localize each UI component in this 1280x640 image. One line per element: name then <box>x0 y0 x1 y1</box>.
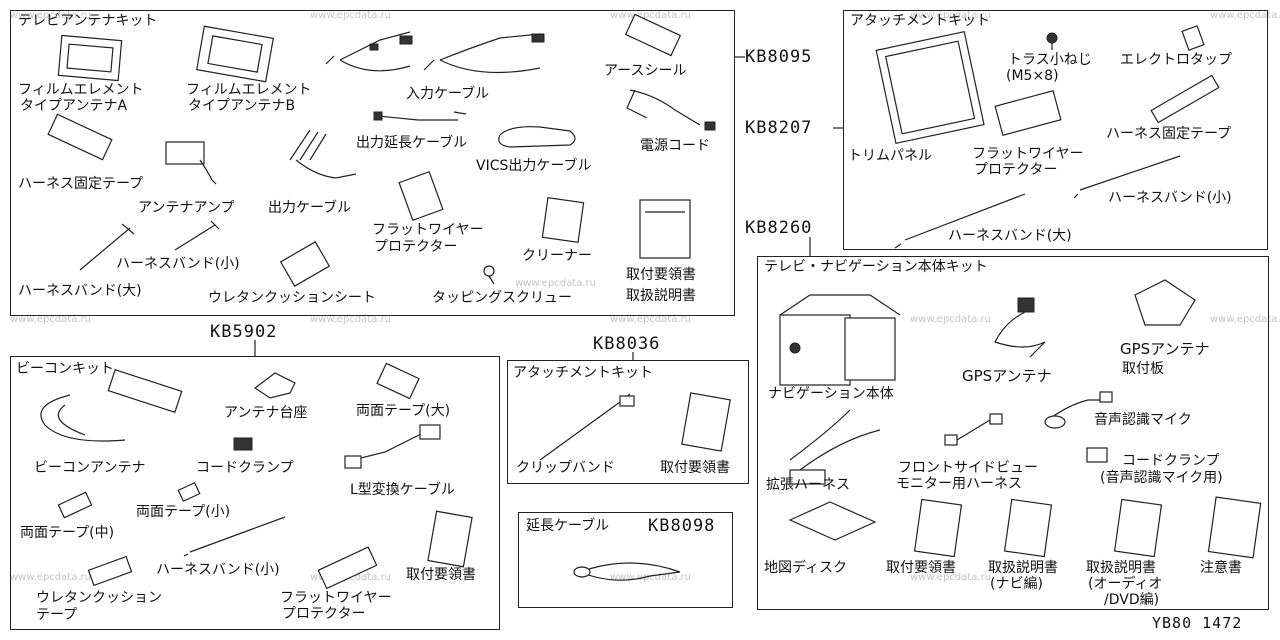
label-l-type-cable: L型変換ケーブル <box>350 482 455 498</box>
label-tapping-screw: タッピングスクリュー <box>432 290 572 306</box>
kit-code-kb8095: KB8095 <box>745 47 813 67</box>
label-flat-wire: フラットワイヤー <box>280 590 392 606</box>
label-film-element-b: フィルムエレメント <box>186 82 312 98</box>
label-harness-tape: ハーネス固定テープ <box>18 176 144 192</box>
label-double-tape-medium: 両面テープ(中) <box>20 525 115 541</box>
label-flat-wire-protector: プロテクター <box>974 162 1058 178</box>
label-truss-screw-size: (M5×8) <box>1006 68 1059 84</box>
kit-title-tv-antenna: テレビアンテナキット <box>18 13 158 29</box>
label-front-side-view: フロントサイドビュー <box>898 460 1038 476</box>
label-user-manual-navi: 取扱説明書 <box>988 560 1058 576</box>
label-earth-seal: アースシール <box>604 63 687 79</box>
label-gps-antenna-plate: GPSアンテナ <box>1120 340 1210 358</box>
label-install-manual: 取付要領書 <box>406 567 476 583</box>
label-cord-clamp: コードクランプ <box>196 460 294 476</box>
watermark: www.epcdata.ru <box>1210 314 1280 325</box>
label-antenna-base: アンテナ台座 <box>224 405 308 421</box>
label-map-disc: 地図ディスク <box>764 560 848 576</box>
label-user-manual-av: 取扱説明書 <box>1086 560 1156 576</box>
kit-title-beacon: ビーコンキット <box>16 361 114 377</box>
kit-code-kb8207: KB8207 <box>745 118 813 138</box>
watermark: www.epcdata.ru <box>310 10 391 21</box>
label-input-cable: 入力ケーブル <box>406 86 490 102</box>
label-install-manual: 取付要領書 <box>626 267 696 283</box>
attachment-kit-small-frame <box>507 360 749 484</box>
label-harness-band-small: ハーネスバンド(小) <box>156 562 280 578</box>
label-gps-plate: 取付板 <box>1122 361 1164 377</box>
label-electro-tap: エレクトロタップ <box>1120 52 1232 68</box>
label-harness-band-large: ハーネスバンド(大) <box>18 283 142 299</box>
label-harness-tape: ハーネス固定テープ <box>1106 126 1232 142</box>
label-vics-cable: VICS出力ケーブル <box>476 158 592 174</box>
label-power-cord: 電源コード <box>640 138 710 154</box>
label-truss-screw: トラス小ねじ <box>1008 52 1092 68</box>
kit-code-kb5902: KB5902 <box>210 322 278 342</box>
watermark: www.epcdata.ru <box>910 572 991 583</box>
label-beacon-antenna: ビーコンアンテナ <box>34 460 146 476</box>
watermark: www.epcdata.ru <box>910 10 991 21</box>
label-urethane-sheet: ウレタンクッションシート <box>208 290 376 306</box>
label-film-element-b-type: タイプアンテナB <box>188 98 296 114</box>
label-harness-band-small: ハーネスバンド(小) <box>1108 190 1232 206</box>
label-gps-antenna: GPSアンテナ <box>962 367 1052 385</box>
footer-code: YB80 1472 <box>1152 614 1243 632</box>
label-voice-mic: 音声認識マイク <box>1094 412 1192 428</box>
label-user-manual-navi-part: (ナビ編) <box>990 576 1043 592</box>
label-flat-wire-protector: プロテクター <box>374 239 458 255</box>
label-flat-wire: フラットワイヤー <box>372 222 484 238</box>
ext-cable-kit-frame <box>518 512 733 608</box>
label-output-ext-cable: 出力延長ケーブル <box>356 135 468 151</box>
label-antenna-amp: アンテナアンプ <box>138 200 235 216</box>
kit-code-kb8098: KB8098 <box>648 516 716 536</box>
watermark: www.epcdata.ru <box>10 572 91 583</box>
watermark: www.epcdata.ru <box>310 314 391 325</box>
label-ext-harness: 拡張ハーネス <box>766 477 850 493</box>
beacon-kit-frame <box>10 356 500 630</box>
watermark: www.epcdata.ru <box>610 572 691 583</box>
label-output-cable: 出力ケーブル <box>268 200 352 216</box>
label-install-manual: 取付要領書 <box>886 560 956 576</box>
label-user-manual-av-part1: (オーディオ <box>1088 576 1163 592</box>
navi-unit-kit-frame <box>757 256 1269 610</box>
watermark: www.epcdata.ru <box>515 278 596 289</box>
label-trim-panel: トリムパネル <box>848 148 932 164</box>
label-user-manual: 取扱説明書 <box>626 288 696 304</box>
watermark: www.epcdata.ru <box>10 10 91 21</box>
kit-code-kb8036: KB8036 <box>593 334 661 354</box>
label-harness-band-small: ハーネスバンド(小) <box>116 256 240 272</box>
label-cord-clamp: コードクランプ <box>1122 453 1220 469</box>
label-harness-band-large: ハーネスバンド(大) <box>948 228 1072 244</box>
kit-title-ext-cable: 延長ケーブル <box>526 518 610 534</box>
label-caution: 注意書 <box>1200 560 1242 576</box>
label-flat-wire-protector: プロテクター <box>282 606 366 622</box>
label-monitor-harness: モニター用ハーネス <box>896 476 1022 492</box>
label-cord-clamp-mic: (音声認識マイク用) <box>1100 470 1223 486</box>
label-urethane-tape: テープ <box>36 607 78 623</box>
label-film-element-a: フィルムエレメント <box>18 82 144 98</box>
label-double-tape-large: 両面テープ(大) <box>356 403 451 419</box>
watermark: www.epcdata.ru <box>610 314 691 325</box>
label-navi-body: ナビゲーション本体 <box>768 386 894 402</box>
watermark: www.epcdata.ru <box>10 314 91 325</box>
tv-antenna-kit-frame <box>10 10 735 316</box>
kit-title-navi-unit: テレビ・ナビゲーション本体キット <box>764 259 988 275</box>
watermark: www.epcdata.ru <box>1210 10 1280 21</box>
label-urethane-cushion: ウレタンクッション <box>36 590 162 606</box>
label-flat-wire: フラットワイヤー <box>972 146 1084 162</box>
kit-title-attachment-small: アタッチメントキット <box>513 365 653 381</box>
label-install-manual: 取付要領書 <box>660 460 730 476</box>
kit-title-attachment-right: アタッチメントキット <box>850 13 990 29</box>
label-double-tape-small: 両面テープ(小) <box>136 504 231 520</box>
attachment-kit-right-frame <box>843 10 1268 250</box>
label-clip-band: クリップバンド <box>516 460 615 476</box>
kit-code-kb8260: KB8260 <box>745 218 813 238</box>
watermark: www.epcdata.ru <box>910 314 991 325</box>
label-film-element-a-type: タイプアンテナA <box>20 98 128 114</box>
label-cleaner: クリーナー <box>522 248 592 264</box>
label-user-manual-av-part2: /DVD編) <box>1104 592 1160 608</box>
watermark: www.epcdata.ru <box>610 10 691 21</box>
